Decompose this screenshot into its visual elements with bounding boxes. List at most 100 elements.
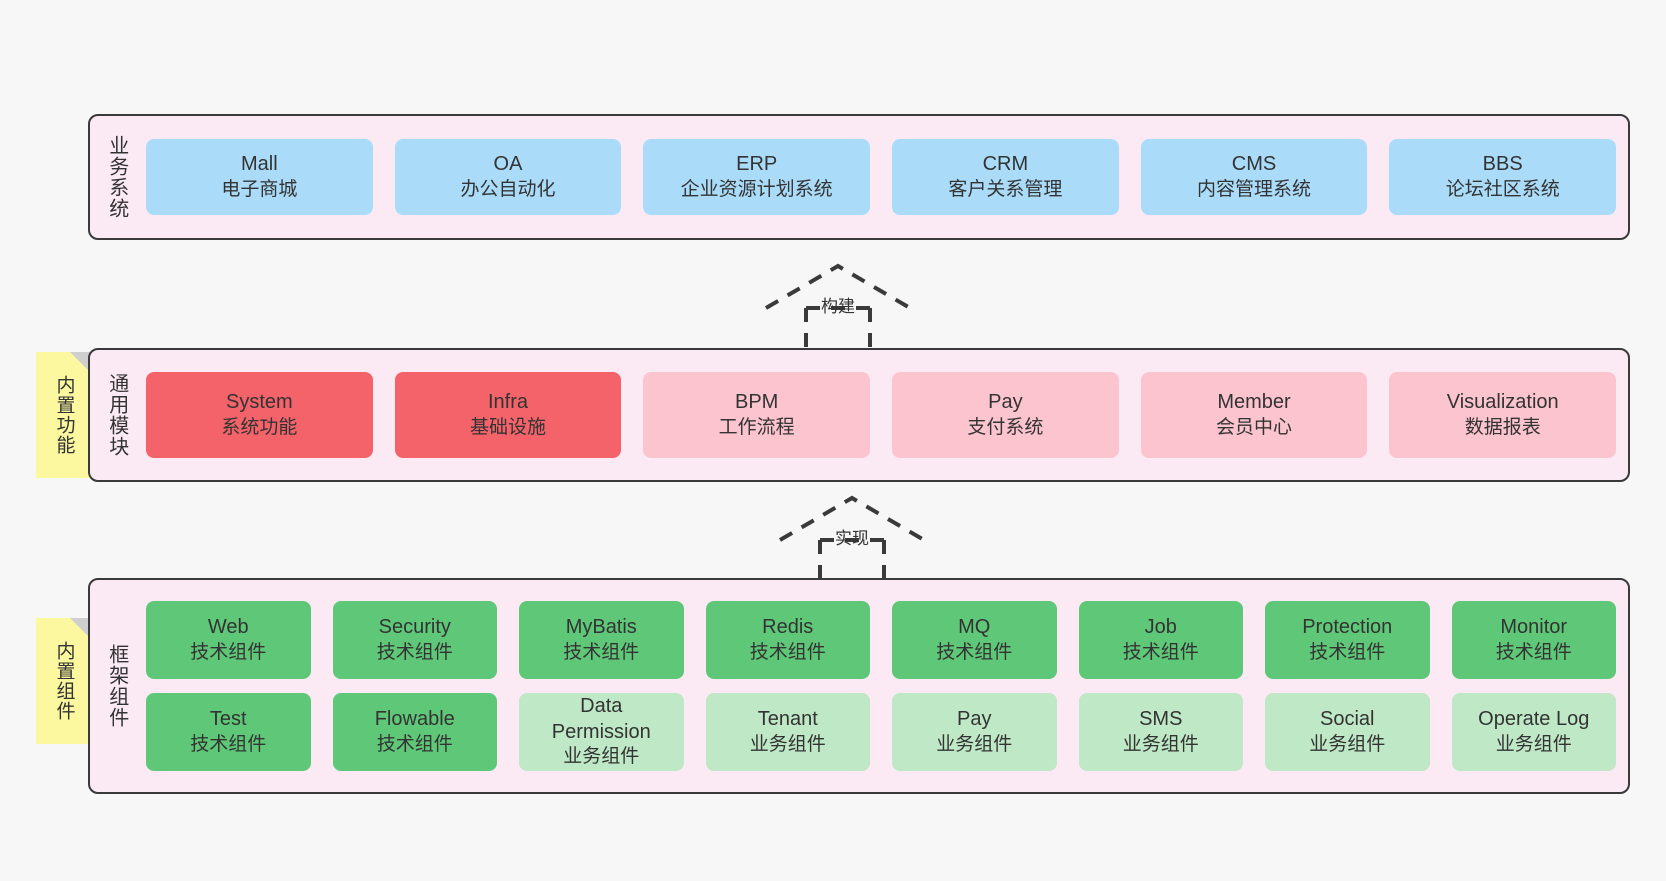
- layer-common-modules-title: 通用模块: [105, 373, 128, 457]
- card-operate-log-name: Operate Log: [1478, 708, 1590, 731]
- card-tenant-desc: 业务组件: [749, 733, 826, 755]
- generalization-arrow-icon: [778, 495, 926, 588]
- card-redis-desc: 技术组件: [749, 641, 826, 663]
- layer-framework-components: 框架组件 Web 技术组件 Security 技术组件 MyBatis 技术组件…: [88, 578, 1630, 794]
- card-pay-module-desc: 支付系统: [967, 416, 1044, 438]
- card-job-desc: 技术组件: [1122, 641, 1199, 663]
- card-tenant-name: Tenant: [757, 708, 818, 731]
- card-bbs-desc: 论坛社区系统: [1445, 178, 1560, 200]
- card-pay-component-desc: 业务组件: [936, 733, 1013, 755]
- card-social-desc: 业务组件: [1309, 733, 1386, 755]
- card-bpm-desc: 工作流程: [718, 416, 795, 438]
- card-bpm-name: BPM: [735, 391, 779, 414]
- generalization-arrow-icon: [764, 263, 912, 356]
- card-monitor-desc: 技术组件: [1495, 641, 1572, 663]
- module-card-row: System 系统功能 Infra 基础设施 BPM 工作流程 Pay 支付系统…: [146, 372, 1617, 458]
- card-oa-name: OA: [493, 153, 523, 176]
- card-flowable[interactable]: Flowable 技术组件: [332, 693, 497, 771]
- card-crm[interactable]: CRM 客户关系管理: [892, 139, 1119, 215]
- card-mall[interactable]: Mall 电子商城: [146, 139, 373, 215]
- note-builtin-components: 内置组件: [36, 618, 92, 744]
- card-mq-name: MQ: [958, 616, 991, 639]
- card-monitor-name: Monitor: [1500, 616, 1568, 639]
- connector-build: 构建: [758, 258, 918, 358]
- card-visualization-name: Visualization: [1446, 391, 1559, 414]
- card-cms-desc: 内容管理系统: [1197, 178, 1312, 200]
- card-system[interactable]: System 系统功能: [146, 372, 373, 458]
- card-crm-desc: 客户关系管理: [948, 178, 1063, 200]
- card-infra[interactable]: Infra 基础设施: [394, 372, 622, 458]
- card-infra-desc: 基础设施: [470, 416, 547, 438]
- card-mybatis-desc: 技术组件: [563, 641, 640, 663]
- card-security[interactable]: Security 技术组件: [332, 601, 497, 679]
- card-system-name: System: [225, 391, 293, 414]
- note-builtin-components-label: 内置组件: [53, 641, 75, 721]
- note-fold-corner-icon: [70, 352, 92, 374]
- card-sms-name: SMS: [1139, 708, 1183, 731]
- card-bbs-name: BBS: [1482, 153, 1523, 176]
- card-tenant[interactable]: Tenant 业务组件: [705, 693, 870, 771]
- card-protection-name: Protection: [1302, 616, 1393, 639]
- card-flowable-name: Flowable: [374, 708, 455, 731]
- card-social[interactable]: Social 业务组件: [1265, 693, 1430, 771]
- card-pay-component[interactable]: Pay 业务组件: [892, 693, 1057, 771]
- card-security-desc: 技术组件: [376, 641, 453, 663]
- framework-biz-row: Test 技术组件 Flowable 技术组件 Data Permission …: [146, 693, 1616, 771]
- card-bpm[interactable]: BPM 工作流程: [643, 372, 871, 458]
- card-mybatis[interactable]: MyBatis 技术组件: [519, 601, 684, 679]
- layer-business-systems-body: Mall 电子商城 OA 办公自动化 ERP 企业资源计划系统 CRM 客户关系…: [142, 116, 1628, 238]
- card-cms-name: CMS: [1231, 153, 1277, 176]
- business-card-row: Mall 电子商城 OA 办公自动化 ERP 企业资源计划系统 CRM 客户关系…: [146, 139, 1617, 215]
- card-system-desc: 系统功能: [221, 416, 298, 438]
- card-sms[interactable]: SMS 业务组件: [1078, 693, 1243, 771]
- card-mq[interactable]: MQ 技术组件: [892, 601, 1057, 679]
- card-web-name: Web: [207, 616, 249, 639]
- card-protection[interactable]: Protection 技术组件: [1265, 601, 1430, 679]
- card-monitor[interactable]: Monitor 技术组件: [1451, 601, 1616, 679]
- note-builtin-features: 内置功能: [36, 352, 92, 478]
- card-erp-desc: 企业资源计划系统: [680, 178, 833, 200]
- layer-business-systems: 业务系统 Mall 电子商城 OA 办公自动化 ERP 企业资源计划系统 CRM: [88, 114, 1630, 240]
- card-crm-name: CRM: [982, 153, 1029, 176]
- card-erp[interactable]: ERP 企业资源计划系统: [643, 139, 871, 215]
- card-visualization[interactable]: Visualization 数据报表: [1389, 372, 1617, 458]
- card-infra-name: Infra: [487, 391, 529, 414]
- card-erp-name: ERP: [736, 153, 778, 176]
- card-pay-module[interactable]: Pay 支付系统: [892, 372, 1119, 458]
- card-web[interactable]: Web 技术组件: [146, 601, 311, 679]
- connector-implement-label: 实现: [835, 529, 869, 548]
- card-mall-desc: 电子商城: [221, 178, 298, 200]
- card-mall-name: Mall: [241, 153, 278, 176]
- card-operate-log[interactable]: Operate Log 业务组件: [1451, 693, 1616, 771]
- card-data-permission-desc: 业务组件: [563, 746, 640, 768]
- card-pay-component-name: Pay: [957, 708, 992, 731]
- card-member[interactable]: Member 会员中心: [1140, 372, 1368, 458]
- card-cms[interactable]: CMS 内容管理系统: [1140, 139, 1368, 215]
- card-test[interactable]: Test 技术组件: [146, 693, 311, 771]
- card-member-desc: 会员中心: [1216, 416, 1293, 438]
- layer-framework-components-title: 框架组件: [105, 644, 128, 728]
- card-job[interactable]: Job 技术组件: [1078, 601, 1243, 679]
- card-data-permission[interactable]: Data Permission 业务组件: [519, 693, 684, 771]
- layer-common-modules: 通用模块 System 系统功能 Infra 基础设施 BPM 工作流程 Pay: [88, 348, 1630, 482]
- layer-common-modules-body: System 系统功能 Infra 基础设施 BPM 工作流程 Pay 支付系统…: [142, 350, 1628, 480]
- card-social-name: Social: [1320, 708, 1375, 731]
- connector-implement: 实现: [772, 490, 932, 590]
- card-bbs[interactable]: BBS 论坛社区系统: [1389, 139, 1617, 215]
- card-oa[interactable]: OA 办公自动化: [394, 139, 622, 215]
- card-test-desc: 技术组件: [190, 733, 267, 755]
- card-sms-desc: 业务组件: [1122, 733, 1199, 755]
- card-visualization-desc: 数据报表: [1464, 416, 1541, 438]
- card-data-permission-name: Data Permission: [551, 695, 651, 743]
- card-security-name: Security: [378, 616, 451, 639]
- card-flowable-desc: 技术组件: [376, 733, 453, 755]
- note-fold-corner-icon: [70, 618, 92, 640]
- card-oa-desc: 办公自动化: [460, 178, 556, 200]
- card-test-name: Test: [209, 708, 247, 731]
- card-operate-log-desc: 业务组件: [1495, 733, 1572, 755]
- card-redis-name: Redis: [762, 616, 814, 639]
- card-redis[interactable]: Redis 技术组件: [705, 601, 870, 679]
- layer-framework-components-body: Web 技术组件 Security 技术组件 MyBatis 技术组件 Redi…: [142, 580, 1628, 792]
- card-member-name: Member: [1217, 391, 1291, 414]
